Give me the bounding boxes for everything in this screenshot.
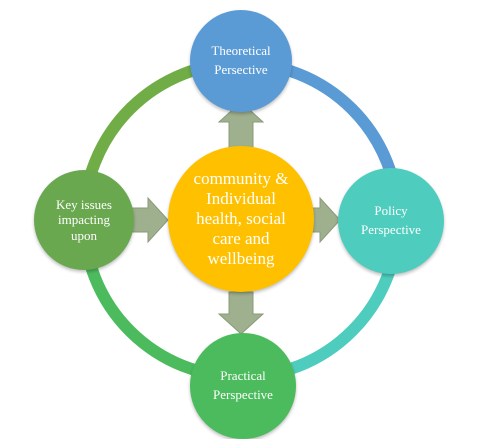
theoretical-perspective-label: Theoretical Persective — [211, 43, 271, 77]
arrow-down — [217, 291, 265, 335]
policy-perspective-label: Policy Perspective — [361, 203, 421, 237]
practical-perspective-label: Practical Perspective — [213, 368, 273, 402]
policy-perspective-node: Policy Perspective — [338, 168, 444, 274]
practical-perspective-node: Practical Perspective — [190, 333, 296, 439]
center-node: community & Individual health, social ca… — [168, 146, 314, 292]
key-issues-label: Key issues impacting upon — [56, 196, 112, 243]
arrow-left-to-center — [127, 196, 169, 244]
key-issues-node: Key issues impacting upon — [34, 170, 134, 270]
theoretical-perspective-node: Theoretical Persective — [190, 10, 292, 112]
center-node-label: community & Individual health, social ca… — [193, 168, 289, 269]
